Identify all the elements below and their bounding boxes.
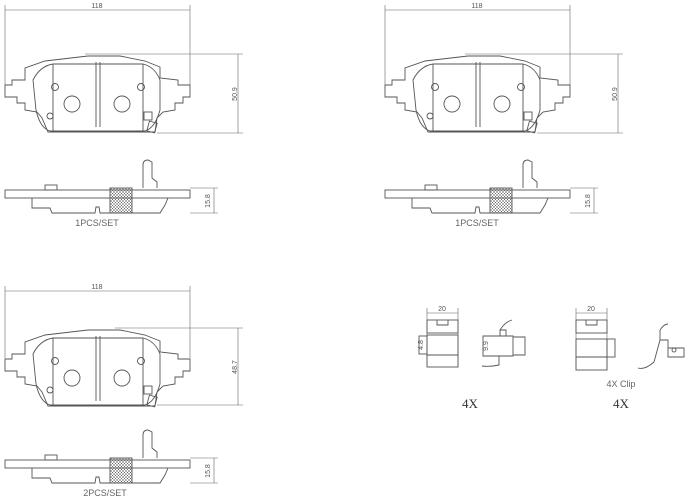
width-dimension: 118: [471, 3, 482, 10]
height-dimension: 50.9: [232, 87, 239, 101]
pad-side-view: [384, 159, 571, 214]
thickness-dimension: 15.8: [205, 464, 212, 478]
height-dimension: 48.7: [232, 360, 239, 374]
thickness-dimension: 15.8: [585, 194, 592, 208]
pad-front-view: [384, 55, 571, 134]
pad-side-view: [4, 159, 191, 214]
clip-1: 20 4.8 9.9 4X: [418, 306, 526, 411]
clip-2: 20 4X Clip 4X: [575, 306, 685, 411]
brake-pad-2: 118 50.9 15.8 1PCS/SET: [384, 3, 623, 228]
clip-side-dimension: 4.8: [418, 340, 425, 350]
clip-quantity: 4X: [462, 396, 479, 411]
width-dimension: 118: [91, 3, 102, 10]
thickness-dimension: 15.8: [205, 194, 212, 208]
pad-front-view: [4, 55, 191, 134]
pad-side-view: [4, 429, 191, 484]
set-label: 2PCS/SET: [83, 488, 127, 498]
clip-width-dimension: 20: [438, 306, 446, 313]
brake-pad-1: 118 50.9 15.8 1PCS/SET: [4, 3, 243, 228]
clip-quantity: 4X: [613, 396, 630, 411]
set-label: 1PCS/SET: [455, 218, 499, 228]
pad-front-view: [4, 329, 191, 408]
brake-pad-3: 118 48.7 15.8 2PCS/SET: [4, 284, 243, 498]
width-dimension: 118: [91, 284, 102, 291]
set-label: 1PCS/SET: [75, 218, 119, 228]
clip-detail-dimension: 9.9: [483, 341, 490, 351]
clip-caption: 4X Clip: [606, 379, 635, 389]
height-dimension: 50.9: [612, 87, 619, 101]
clip-width-dimension: 20: [587, 306, 595, 313]
